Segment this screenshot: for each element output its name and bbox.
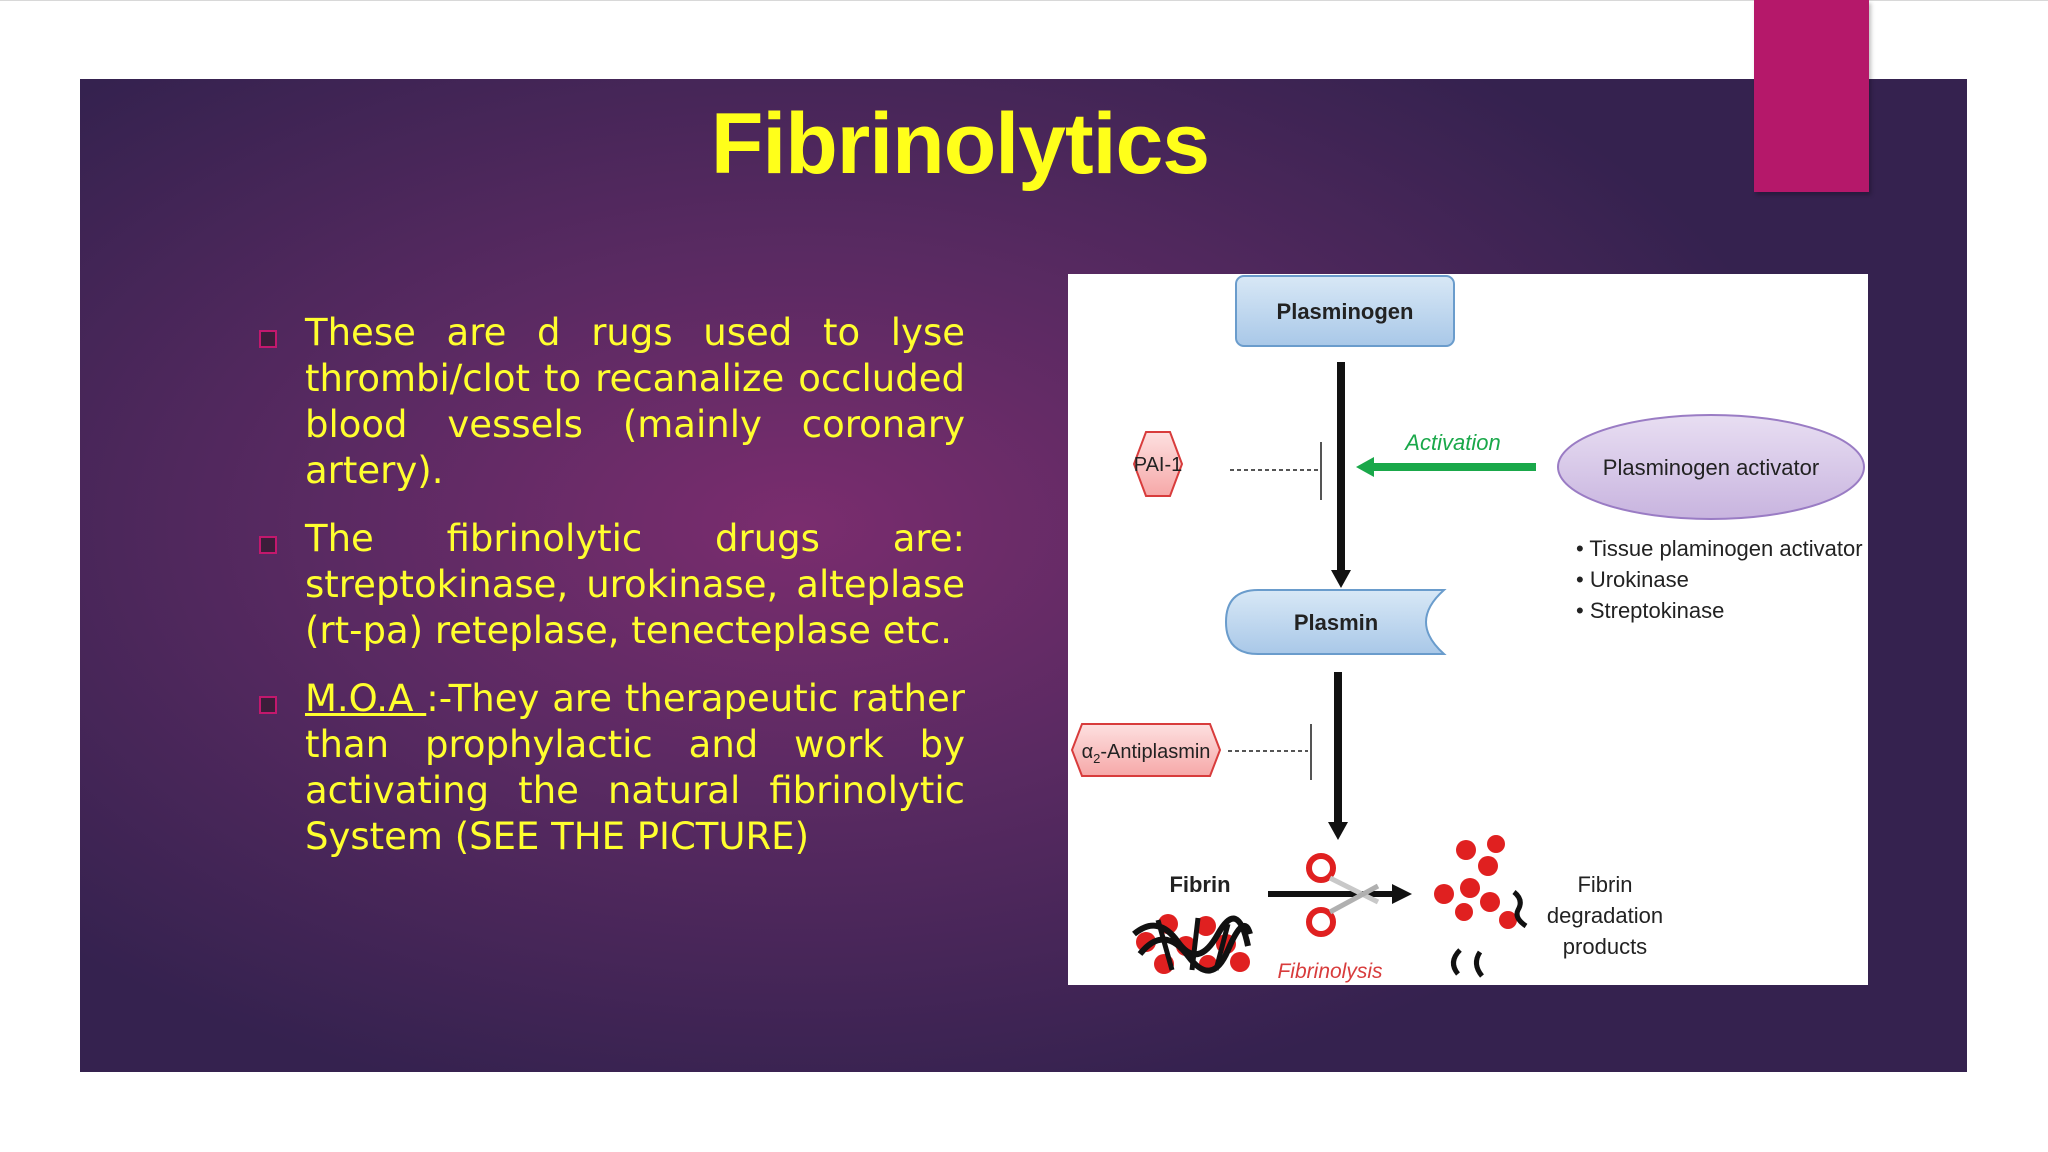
activator-list-item: • Streptokinase	[1576, 598, 1724, 623]
bullet-list: These are d rugs used to lyse thrombi/cl…	[255, 310, 965, 882]
activator-list-item: • Urokinase	[1576, 567, 1689, 592]
activator-list: • Tissue plaminogen activator • Urokinas…	[1576, 536, 1863, 623]
plasminogen-box: Plasminogen	[1235, 275, 1455, 347]
products-label: Fibrin degradation products	[1547, 872, 1663, 959]
fibrinolysis-diagram: Plasminogen PAI-1 Activation Plasminogen…	[1068, 274, 1868, 985]
checkbox-bullet-icon	[259, 696, 277, 714]
activation-arrow	[1356, 457, 1536, 477]
svg-text:products: products	[1563, 934, 1647, 959]
svg-text:Fibrin: Fibrin	[1577, 872, 1632, 897]
degradation-products-icon	[1434, 835, 1528, 978]
pai1-label: PAI-1	[1134, 454, 1183, 476]
pai1-inhibition-line	[1230, 442, 1322, 500]
antiplasmin-label: α2-Antiplasmin	[1082, 741, 1211, 766]
bullet-item: The fibrinolytic drugs are: streptokinas…	[255, 516, 965, 654]
bullet-text: The fibrinolytic drugs are: streptokinas…	[305, 517, 965, 652]
pai1-hexagon: PAI-1	[1132, 431, 1184, 497]
moa-label: M.O.A	[305, 677, 427, 720]
fibrinolysis-arrow	[1268, 884, 1412, 904]
bullet-item: M.O.A :-They are therapeutic rather than…	[255, 676, 965, 860]
arrow-plasminogen-to-plasmin	[1331, 362, 1351, 588]
antiplasmin-inhibition-line	[1228, 724, 1312, 780]
top-border-line	[0, 0, 2048, 1]
bullet-item: These are d rugs used to lyse thrombi/cl…	[255, 310, 965, 494]
scissors-icon	[1306, 853, 1380, 937]
slide-title: Fibrinolytics	[710, 96, 1210, 192]
bullet-text: :-They are therapeutic rather than proph…	[305, 677, 965, 858]
plasminogen-activator-ellipse: Plasminogen activator	[1557, 414, 1865, 520]
plasmin-label: Plasmin	[1294, 610, 1378, 635]
plasminogen-label: Plasminogen	[1277, 299, 1414, 324]
antiplasmin-hexagon: α2-Antiplasmin	[1070, 723, 1222, 777]
plasmin-shape: Plasmin	[1224, 589, 1447, 655]
fibrin-label: Fibrin	[1169, 872, 1230, 897]
checkbox-bullet-icon	[259, 330, 277, 348]
fibrinolysis-label: Fibrinolysis	[1277, 960, 1383, 983]
plasminogen-activator-label: Plasminogen activator	[1603, 455, 1819, 480]
svg-text:degradation: degradation	[1547, 903, 1663, 928]
checkbox-bullet-icon	[259, 536, 277, 554]
accent-tab	[1754, 0, 1869, 192]
bullet-text: These are d rugs used to lyse thrombi/cl…	[305, 311, 965, 492]
activator-list-item: • Tissue plaminogen activator	[1576, 536, 1863, 561]
fibrin-clump-icon	[1132, 914, 1253, 974]
activation-label: Activation	[1403, 430, 1500, 455]
arrow-plasmin-to-fibrinolysis	[1328, 672, 1348, 840]
